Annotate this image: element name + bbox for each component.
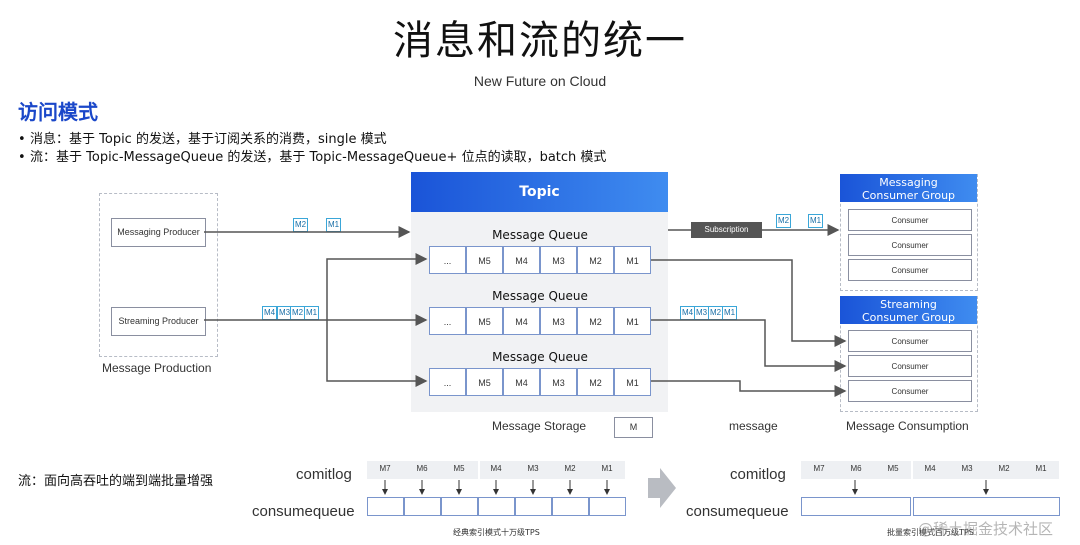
commitlog-band <box>801 461 1059 479</box>
bullet-item: •消息：基于 Topic 的发送，基于订阅关系的消费，single 模式 <box>18 132 387 147</box>
queue-cell: ... <box>429 307 466 335</box>
streaming-producer: Streaming Producer <box>111 307 206 336</box>
queue-cell: M4 <box>503 368 540 396</box>
queue-cell: M4 <box>503 307 540 335</box>
subscription-label: Subscription <box>691 222 762 238</box>
production-caption: Message Production <box>102 361 212 375</box>
queue-cell: M2 <box>577 246 614 274</box>
production-area <box>99 193 218 357</box>
consumequeue-batch-cell <box>801 497 911 516</box>
message-tag: M2 <box>776 214 792 228</box>
bullet-item: •流：基于 Topic-MessageQueue 的发送，基于 Topic-Me… <box>18 150 607 165</box>
log-entry: M3 <box>527 464 539 473</box>
consumequeue-cell <box>589 497 626 516</box>
log-entry: M1 <box>1035 464 1047 473</box>
log-entry: M7 <box>813 464 825 473</box>
queue-cell: M5 <box>466 368 503 396</box>
consumer-item: Consumer <box>848 209 972 231</box>
log-entry: M7 <box>379 464 391 473</box>
log-entry: M5 <box>453 464 465 473</box>
commitlog-band <box>367 461 625 479</box>
queue-cell: ... <box>429 246 466 274</box>
commitlog-label: comitlog <box>730 466 786 483</box>
storage-caption: Message Storage <box>492 419 587 433</box>
consumer-item: Consumer <box>848 234 972 256</box>
bullet-text: 流：基于 Topic-MessageQueue 的发送，基于 Topic-Mes… <box>30 150 607 165</box>
consumer-item: Consumer <box>848 259 972 281</box>
topic-header: Topic <box>411 172 668 212</box>
log-entry: M3 <box>961 464 973 473</box>
consumequeue-label: consumequeue <box>686 503 789 520</box>
consumequeue-cell <box>552 497 589 516</box>
consumer-item: Consumer <box>848 355 972 377</box>
arrow-queue-to-consumer <box>651 319 847 372</box>
group-title-line: Consumer Group <box>861 311 956 324</box>
log-entry: M4 <box>490 464 502 473</box>
log-entry: M6 <box>850 464 862 473</box>
transition-arrow <box>648 468 676 508</box>
consumer-item: Consumer <box>848 330 972 352</box>
log-entry: M6 <box>416 464 428 473</box>
messaging-group-header: Messaging Consumer Group <box>840 174 977 202</box>
consumequeue-label: consumequeue <box>252 503 355 520</box>
arrow-streaming-to-queue <box>326 253 428 320</box>
message-tag: M1 <box>808 214 824 228</box>
group-title-line: Messaging <box>879 176 938 189</box>
queue-cell: M2 <box>577 368 614 396</box>
consumer-item: Consumer <box>848 380 972 402</box>
message-caption: message <box>729 419 778 433</box>
section-title: 访问模式 <box>18 100 98 124</box>
log-entry: M2 <box>998 464 1010 473</box>
consumequeue-cell <box>404 497 441 516</box>
log-entry: M1 <box>601 464 613 473</box>
log-entry: M2 <box>564 464 576 473</box>
group-title-line: Streaming <box>880 298 937 311</box>
right-caption: 批量索引模式百万级TPS <box>887 528 974 537</box>
arrow-streaming-to-queue <box>326 320 428 387</box>
consumption-caption: Message Consumption <box>846 419 969 433</box>
storage-marker: M <box>614 417 653 438</box>
consumequeue-cell <box>367 497 404 516</box>
log-entry: M4 <box>924 464 936 473</box>
left-caption: 经典索引模式十万级TPS <box>453 528 540 537</box>
queue-cell: M1 <box>614 368 651 396</box>
message-queue-label: Message Queue <box>492 228 588 242</box>
queue-cell: ... <box>429 368 466 396</box>
queue-cell: M3 <box>540 307 577 335</box>
consumequeue-cell <box>478 497 515 516</box>
queue-cell: M2 <box>577 307 614 335</box>
queue-cell: M1 <box>614 246 651 274</box>
watermark: @稀土掘金技术社区 <box>918 520 1054 538</box>
log-entry: M5 <box>887 464 899 473</box>
arrow-queue-to-consumer <box>651 380 847 397</box>
queue-cell: M5 <box>466 307 503 335</box>
page-title: 消息和流的统一 <box>393 18 687 64</box>
page-subtitle: New Future on Cloud <box>473 73 607 89</box>
message-queue-label: Message Queue <box>492 289 588 303</box>
streaming-group-header: Streaming Consumer Group <box>840 296 977 324</box>
arrow-queue-to-consumer <box>651 259 847 347</box>
commitlog-label: comitlog <box>296 466 352 483</box>
group-title-line: Consumer Group <box>861 189 956 202</box>
queue-cell: M3 <box>540 368 577 396</box>
bullet-text: 消息：基于 Topic 的发送，基于订阅关系的消费，single 模式 <box>30 132 387 147</box>
queue-cell: M3 <box>540 246 577 274</box>
message-queue-label: Message Queue <box>492 350 588 364</box>
consumequeue-cell <box>441 497 478 516</box>
queue-cell: M4 <box>503 246 540 274</box>
queue-cell: M1 <box>614 307 651 335</box>
stream-enhance-heading: 流：面向高吞吐的端到端批量增强 <box>18 474 214 489</box>
consumequeue-cell <box>515 497 552 516</box>
queue-cell: M5 <box>466 246 503 274</box>
consumequeue-batch-cell <box>913 497 1060 516</box>
